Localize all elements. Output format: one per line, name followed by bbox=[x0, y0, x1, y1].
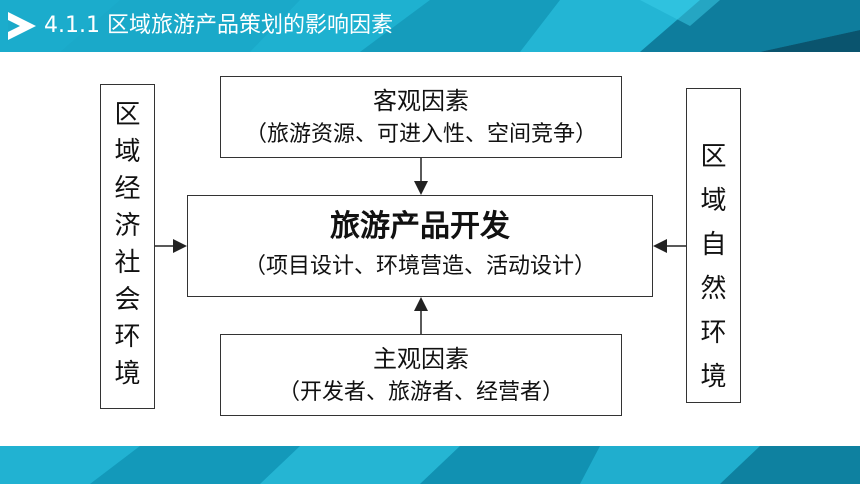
product-development-box: 旅游产品开发 （项目设计、环境营造、活动设计） bbox=[187, 195, 653, 297]
footer-pattern bbox=[0, 446, 860, 484]
header-bar: 4.1.1 区域旅游产品策划的影响因素 bbox=[0, 0, 860, 52]
natural-environment-box: 区域自然环境 bbox=[686, 88, 741, 403]
socioeconomic-environment-box: 区域经济社会环境 bbox=[100, 84, 155, 409]
product-development-subtitle: （项目设计、环境营造、活动设计） bbox=[243, 254, 596, 279]
subjective-factors-title: 主观因素 bbox=[373, 345, 469, 373]
footer-bar bbox=[0, 446, 860, 484]
slide-title: 4.1.1 区域旅游产品策划的影响因素 bbox=[44, 13, 393, 38]
play-icon bbox=[8, 12, 36, 40]
subjective-factors-subtitle: （开发者、旅游者、经营者） bbox=[277, 380, 564, 405]
objective-factors-box: 客观因素 （旅游资源、可进入性、空间竞争） bbox=[220, 76, 622, 158]
subjective-factors-box: 主观因素 （开发者、旅游者、经营者） bbox=[220, 334, 622, 416]
header-pattern bbox=[0, 0, 860, 52]
natural-environment-label: 区域自然环境 bbox=[700, 142, 727, 392]
product-development-title: 旅游产品开发 bbox=[330, 209, 510, 244]
socioeconomic-environment-label: 区域经济社会环境 bbox=[114, 100, 141, 389]
objective-factors-title: 客观因素 bbox=[373, 87, 469, 115]
objective-factors-subtitle: （旅游资源、可进入性、空间竞争） bbox=[244, 122, 597, 147]
